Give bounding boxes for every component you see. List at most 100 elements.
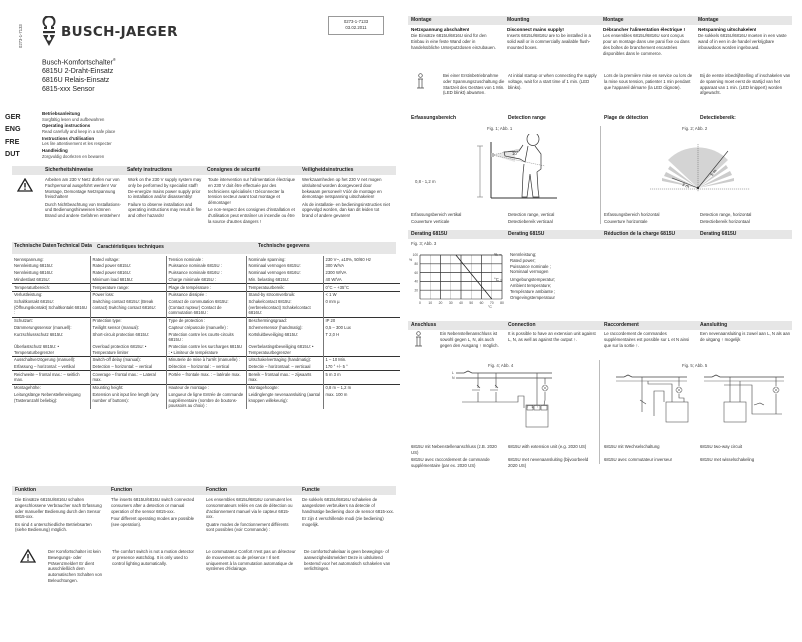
brand-logo: BUSCH-JAEGER bbox=[42, 16, 178, 48]
fig4-caption-ger: 6815U mit Nebenstellenanschluss (z.B. 20… bbox=[411, 444, 497, 455]
tech-cell: Power loss: bbox=[89, 290, 166, 299]
detection-label: Detection range, vertical bbox=[508, 212, 555, 217]
tech-cell: Montagehoogte: bbox=[245, 383, 323, 392]
tech-cell: Dämmerungssensor (manuell): bbox=[14, 324, 72, 330]
tech-cell: Puissance dissipée : bbox=[165, 290, 246, 299]
tech-header-fre: Caractéristiques techniques bbox=[97, 244, 164, 250]
function-warning-eng: The comfort switch is not a motion detec… bbox=[112, 549, 194, 566]
tech-cell: Stand-by stroomverbruik: bbox=[245, 290, 323, 299]
tech-cell: 0°C – +35°C bbox=[322, 283, 400, 292]
svg-text:80: 80 bbox=[414, 262, 418, 266]
detection-header-ger: Erfassungsbereich bbox=[411, 115, 457, 121]
tech-cell: 0,8 m – 1,2 m bbox=[322, 383, 400, 392]
svg-text:40: 40 bbox=[459, 301, 463, 305]
tech-cell: Tension nominale : bbox=[165, 256, 246, 263]
language-title: Betriebsanleitung bbox=[42, 111, 81, 116]
tech-cell bbox=[322, 343, 400, 357]
tech-cell: Nominaal vermogen 6815U: bbox=[245, 262, 323, 270]
safety-text: Work on the 230 V supply system may only… bbox=[128, 177, 202, 200]
tech-cell: Uitschakelvertraging (handmatig): bbox=[245, 355, 323, 364]
wiring-diagram-extension: LN bbox=[452, 370, 552, 428]
tech-cell: Temperatuurbereik: bbox=[245, 283, 323, 292]
safety-col-eng: Work on the 230 V supply system may only… bbox=[128, 177, 208, 226]
safety-header-dut: Veiligheidsinstructies bbox=[302, 167, 354, 174]
mounting-title: Disconnect mains supply! bbox=[507, 27, 564, 32]
mounting-header-eng: Mounting bbox=[507, 17, 530, 24]
tech-cell: Temperaturbereich: bbox=[12, 283, 90, 292]
angle-label: 10° bbox=[512, 151, 519, 156]
tech-cell: Bereik – frontaal max.: – zijwaarts max. bbox=[245, 370, 323, 385]
tech-cell: Schemersensor (handmatig): bbox=[245, 324, 323, 332]
tech-cell: 230 V~, ±10%, 50/60 Hz bbox=[322, 256, 400, 263]
svg-text:40: 40 bbox=[414, 280, 418, 284]
function-text: Es sind 4 unterschiedliche Betriebsarten… bbox=[15, 521, 92, 533]
tech-cell: Kortsluitbeveiliging 6815U: bbox=[245, 331, 323, 344]
tech-cell: 40 W/VA bbox=[322, 276, 400, 284]
tech-row: Schaltkontakt 6815U: (Öffnungskontakt) S… bbox=[12, 298, 400, 318]
mounting-note-fre: Lors de la première mise en service ou l… bbox=[604, 73, 693, 90]
mounting-note-ger: Bei einer Erstinbetriebnahme oder Spannu… bbox=[443, 73, 505, 96]
tech-cell: Nominale spanning: bbox=[245, 256, 323, 263]
mounting-content: Netzspannung abschalten!Die Einsätze 681… bbox=[411, 27, 790, 58]
mounting-text: Inserts 6815U/6816U are to be installed … bbox=[507, 33, 591, 50]
language-title: Handleiding bbox=[42, 148, 68, 154]
legend-line: Nominaal vermogen bbox=[510, 269, 549, 275]
tech-cell: Hauteur de montage : bbox=[165, 383, 246, 392]
function-text: De sokkels 6815U/6816U schakelen de aang… bbox=[302, 497, 394, 514]
tech-row: Leitungslänge Nebenstelleneingang (Taste… bbox=[12, 391, 400, 410]
legend-line: Puissance nominale ; bbox=[510, 263, 551, 269]
svg-text:100: 100 bbox=[413, 253, 419, 257]
safety-text: Durch Nichtbeachtung von Installations- … bbox=[45, 201, 121, 219]
tech-cell: Leitungslänge Nebenstelleneingang (Taste… bbox=[14, 391, 81, 403]
fig3-caption: Fig. 3; Abb. 3 bbox=[411, 241, 437, 246]
function-text: Four different operating modes are possi… bbox=[111, 515, 195, 527]
derating-header-eng: Derating 6815U bbox=[508, 231, 545, 238]
tech-cell: Montagehöhe: bbox=[12, 383, 90, 392]
detection-label: Couverture verticale bbox=[411, 219, 450, 224]
tech-cell: Rated power 6815U: bbox=[89, 262, 166, 270]
left-page: 0273-1-7133 BUSCH-JAEGER 0273-1-7133 03.… bbox=[0, 0, 400, 642]
safety-text: Arbeiten am 230 V Netz dürfen nur von Fa… bbox=[45, 177, 120, 200]
tech-cell: Capteur crépuscule (manuelle) : bbox=[165, 324, 246, 332]
connection-header-ger: Anschluss bbox=[411, 322, 437, 329]
product-line-3: 6816U Relais-Einsatz bbox=[42, 77, 110, 85]
language-sub: Les lire attentivement et les respecter bbox=[42, 141, 112, 147]
tech-cell: IP 20 bbox=[322, 316, 400, 325]
mounting-title: Netspanning uitschakelen! bbox=[698, 27, 757, 32]
tech-cell: Short-circuit protection 6815U: bbox=[89, 331, 166, 344]
tech-row: Mindestlast 6815U:Minimum load 6815U:Cha… bbox=[12, 276, 400, 284]
product-title: Busch-Komfortschalter® 6815U 2-Draht-Ein… bbox=[42, 57, 116, 95]
tech-cell: Detectie – horizontaal: – verticaal bbox=[245, 363, 323, 371]
fig4-terminals: ↑ L ↑ bbox=[527, 405, 538, 409]
mounting-title: Débrancher l'alimentation électrique ! bbox=[603, 27, 686, 32]
tech-header-eng: Technical Data bbox=[57, 243, 92, 249]
connection-text-fre: Le raccordement de commandes supplémenta… bbox=[604, 331, 690, 348]
connection-header-dut: Aansluiting bbox=[700, 322, 728, 329]
svg-text:%: % bbox=[409, 258, 412, 262]
svg-text:10: 10 bbox=[428, 301, 432, 305]
tech-cell: Overload protection 6815U: • Temperature… bbox=[89, 343, 166, 357]
tech-cell: Verlustleistung: bbox=[12, 290, 90, 299]
derating-header-ger: Derating 6815U bbox=[411, 231, 448, 238]
tech-row: Kurzschlussschutz 6815U:Short-circuit pr… bbox=[12, 331, 400, 344]
fig5-caption-fre: 6815U avec commutateur inverseur bbox=[604, 457, 673, 462]
derating-header-bar: Derating 6815U Derating 6815U Réduction … bbox=[408, 230, 792, 239]
tech-cell: Min. belasting 6815U: bbox=[245, 276, 323, 284]
safety-header-eng: Safety instructions bbox=[127, 167, 173, 174]
document-code-box: 0273-1-7133 03.02.2011 bbox=[328, 16, 384, 35]
tech-row: Temperaturbereich:Temperature range:Plag… bbox=[12, 283, 400, 292]
derating-header-fre: Réduction de la charge 6815U bbox=[604, 231, 676, 238]
function-col-fre: Les ensembles 6815U/6816U commutent les … bbox=[206, 497, 302, 535]
tech-row: Montagehöhe:Mounting height:Hauteur de m… bbox=[12, 383, 400, 392]
language-code: GER bbox=[5, 112, 21, 121]
mounting-text: De sokkels 6815U/6816U moeten in een vas… bbox=[698, 33, 787, 50]
tech-cell: Minuterie de mise à l'arrêt (manuelle) : bbox=[165, 355, 246, 364]
mounting-header-bar: Montage Mounting Montage Montage bbox=[408, 16, 792, 25]
fig5-caption: Fig. 5; Abb. 5 bbox=[682, 363, 708, 368]
tech-row: Dämmerungssensor (manuell):Twilight sens… bbox=[12, 324, 400, 332]
tech-row: Ausschaltverzögerung (manuell):Switch-of… bbox=[12, 355, 400, 364]
safety-col-fre: Toute intervention sur l'alimentation él… bbox=[208, 177, 302, 226]
fig5-caption-dut: 6815U met wisselschakeling bbox=[700, 457, 755, 462]
mounting-header-ger: Montage bbox=[411, 17, 432, 24]
